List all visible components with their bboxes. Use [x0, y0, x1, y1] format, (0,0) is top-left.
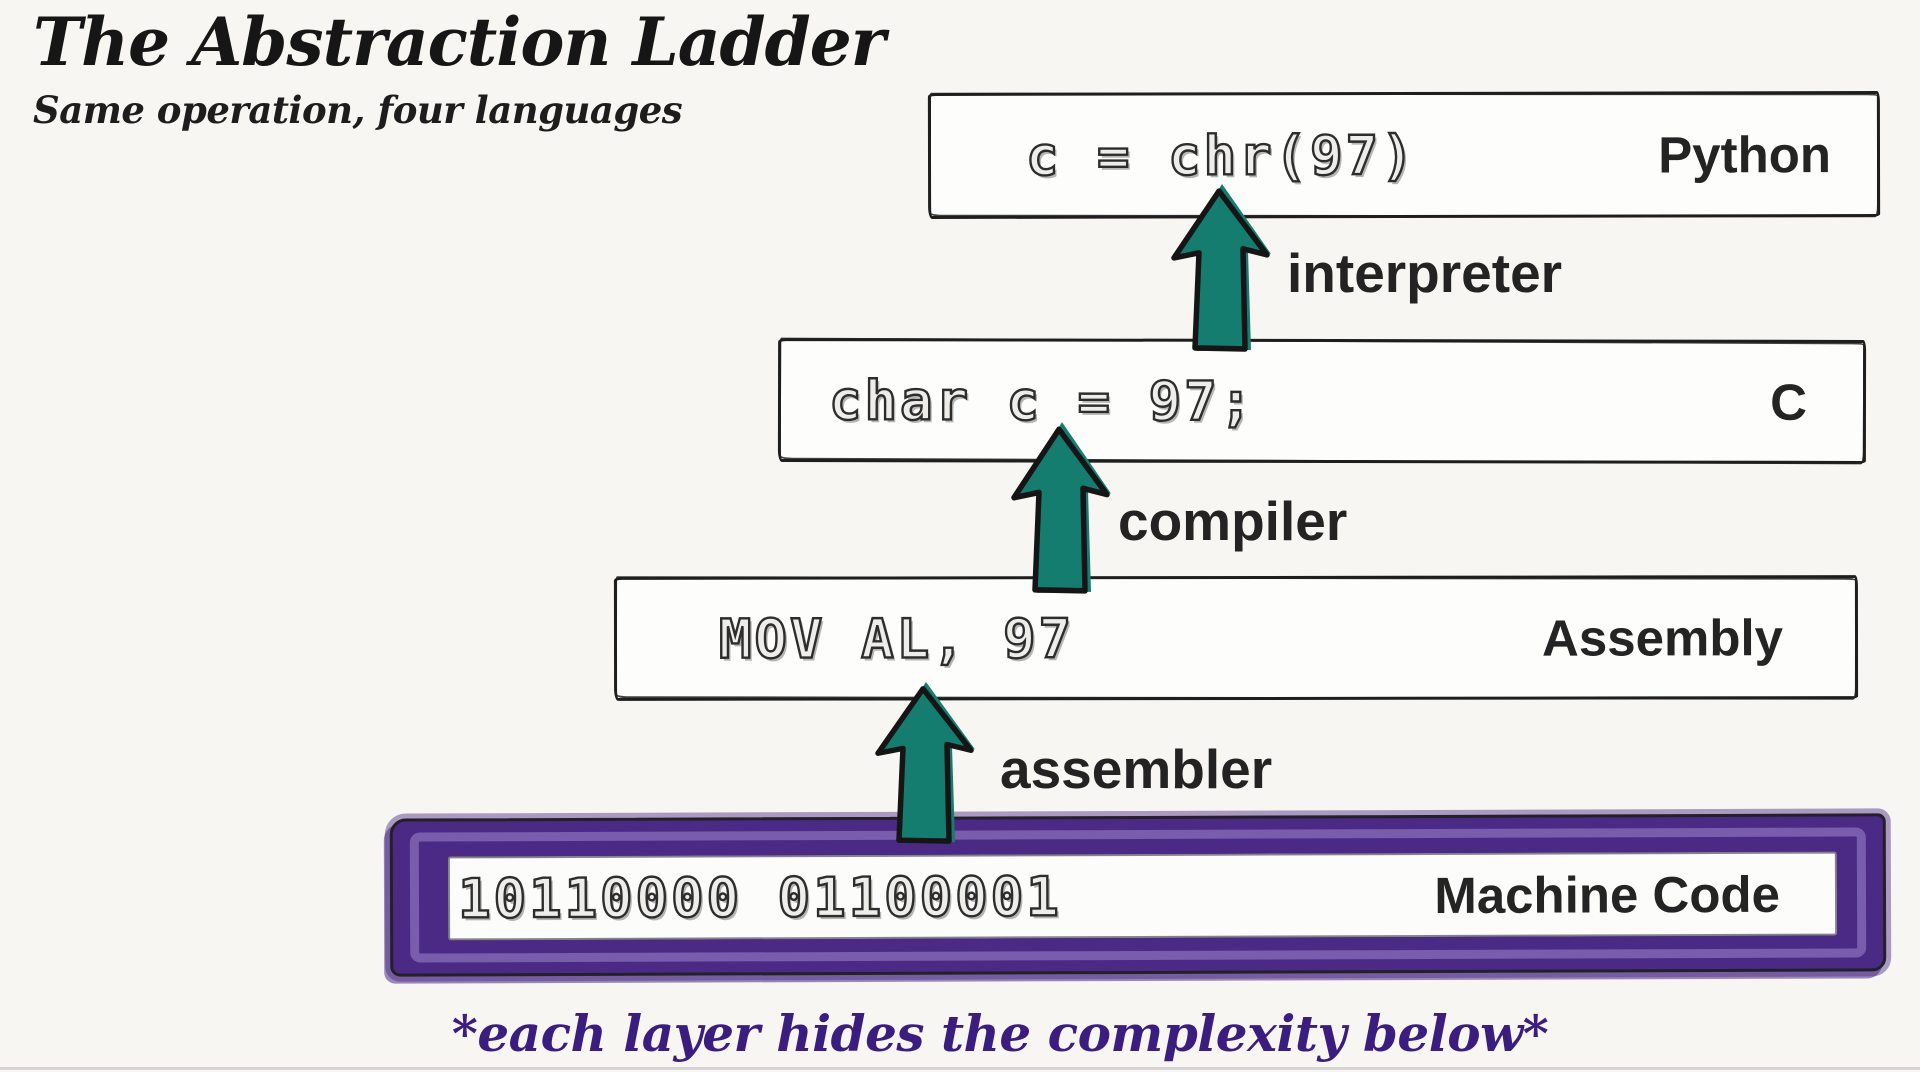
python-code-snippet: c = chr(97) [1025, 122, 1418, 188]
cropped-bottom-edge [0, 1067, 1920, 1070]
up-arrow-icon [1008, 420, 1116, 596]
layer-box-python: c = chr(97) Python [927, 91, 1881, 219]
page-title: The Abstraction Ladder [33, 3, 886, 81]
layer-box-c: char c = 97; C [777, 338, 1867, 464]
caption: *each layer hides the complexity below* [451, 1004, 1549, 1063]
c-language-label: C [1770, 373, 1808, 431]
page-subtitle: Same operation, four languages [33, 88, 683, 132]
up-arrow-icon [872, 680, 980, 846]
transition-label-assembler: assembler [1000, 738, 1273, 800]
machine-code-inner-panel: 10110000 01100001 Machine Code [447, 851, 1838, 941]
machine-code-snippet: 10110000 01100001 [457, 864, 1063, 932]
layer-box-machine-code: 10110000 01100001 Machine Code [389, 813, 1887, 977]
assembly-language-label: Assembly [1541, 608, 1784, 667]
python-language-label: Python [1658, 125, 1832, 183]
transition-label-compiler: compiler [1118, 490, 1348, 552]
machine-code-language-label: Machine Code [1434, 865, 1781, 924]
assembly-code-snippet: MOV AL, 97 [718, 606, 1076, 672]
transition-label-interpreter: interpreter [1287, 242, 1563, 304]
up-arrow-icon [1168, 182, 1276, 354]
layer-box-assembly: MOV AL, 97 Assembly [613, 575, 1859, 701]
